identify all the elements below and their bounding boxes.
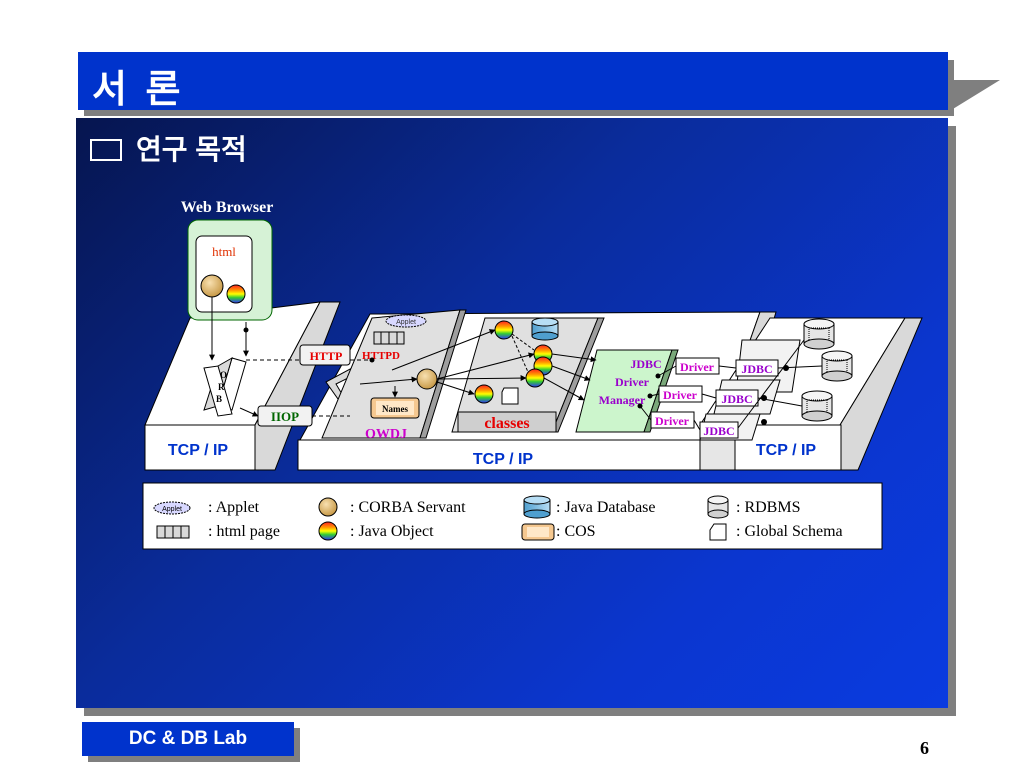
title-arrow-decoration [948, 80, 1000, 112]
legend-java-object: : Java Object [350, 523, 434, 540]
legend-applet: : Applet [208, 499, 260, 516]
jdbc-manager-line1: JDBC [630, 357, 661, 371]
legend-corba-servant-icon [318, 497, 338, 517]
left-platform [144, 301, 341, 471]
html-label: html [212, 244, 236, 259]
legend-box [142, 482, 883, 550]
legend-global-schema-icon [709, 523, 727, 541]
global-schema-icon [501, 387, 519, 405]
html-page-icon [373, 331, 405, 345]
names-cos-icon [370, 397, 420, 419]
driver-label-2: Driver [663, 388, 698, 402]
orb-left [203, 356, 247, 417]
web-browser [187, 219, 273, 321]
tcp-ip-right: TCP / IP [756, 442, 816, 459]
section-heading: 연구 목적 [90, 128, 247, 168]
legend-global-schema: : Global Schema [736, 523, 843, 540]
classes-label: classes [484, 415, 529, 432]
jdbc-manager-line3: Manager [599, 393, 646, 407]
applet-label: Applet [396, 319, 416, 326]
driver-label-3: Driver [655, 414, 690, 428]
legend-html-page: : html page [208, 523, 280, 540]
orb-left-o: O [220, 370, 227, 380]
orb-left-r: R [218, 382, 225, 392]
legend-applet-icon [153, 501, 191, 515]
legend-rdbms: : RDBMS [736, 499, 800, 516]
java-database-icon [531, 317, 559, 341]
slide-title: 서 론 [92, 69, 185, 111]
tcp-ip-left: TCP / IP [168, 442, 228, 459]
names-label: Names [382, 404, 408, 414]
legend-corba-servant: : CORBA Servant [350, 499, 466, 516]
rdbms-cylinders [801, 318, 853, 422]
corba-servant-icon [200, 274, 224, 298]
classes-server [451, 317, 605, 433]
jdbc-manager-line2: Driver [615, 375, 650, 389]
java-object-top-icon [494, 320, 514, 340]
jdbc-label-1: JDBC [741, 362, 772, 376]
owdj-label: OWDJ [365, 427, 407, 442]
java-object-5-icon [474, 384, 494, 404]
driver-label-1: Driver [680, 360, 715, 374]
web-browser-label: Web Browser [181, 199, 274, 216]
legend-applet-icon-label: Applet [162, 506, 182, 513]
title-bar: 서 론 [78, 52, 948, 111]
tcp-ip-middle: TCP / IP [473, 451, 533, 468]
java-object-icon [226, 284, 246, 304]
legend-java-database: : Java Database [556, 499, 656, 516]
page-number: 6 [920, 738, 929, 758]
section-heading-text: 연구 목적 [136, 134, 247, 165]
jdbc-label-3: JDBC [703, 424, 734, 438]
corba-servant-middle-icon [416, 368, 438, 390]
connection-dots [243, 327, 789, 425]
connection-lines [209, 297, 823, 431]
http-box [299, 344, 351, 366]
legend-cos: : COS [556, 523, 596, 540]
legend-cos-icon [521, 523, 555, 541]
jdbc-label-2: JDBC [721, 392, 752, 406]
folder-icon [90, 138, 122, 161]
legend-html-page-icon [156, 525, 190, 539]
footer-lab-badge: DC & DB Lab [82, 722, 294, 756]
legend-java-object-icon [318, 521, 338, 541]
iiop-label: IIOP [271, 409, 299, 424]
applet-icon [385, 314, 427, 328]
http-label: HTTP [310, 349, 343, 363]
legend-rdbms-icon [707, 495, 729, 519]
orb-left-b: B [216, 394, 222, 404]
legend-java-database-icon [523, 495, 551, 519]
java-object-4-icon [525, 368, 545, 388]
httpd-server [321, 309, 467, 439]
